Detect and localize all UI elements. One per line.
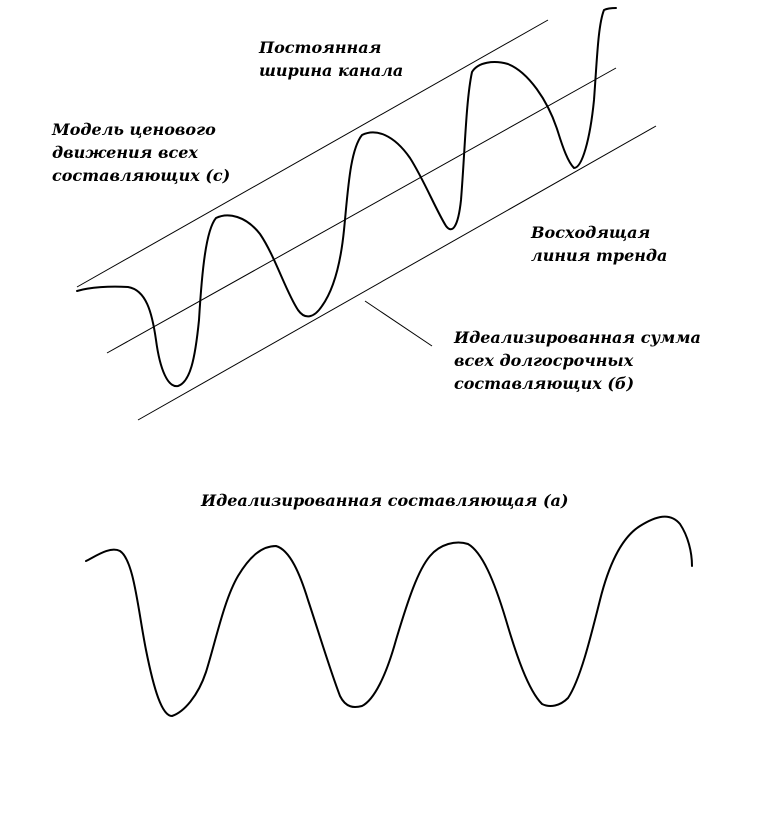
trend-center-line	[106, 67, 617, 354]
channel-upper-line	[76, 19, 549, 288]
label-channel-width-line-1: Постоянная	[259, 38, 382, 57]
label-price-model-line-2: движения всех	[52, 143, 198, 162]
label-uptrend: Восходящая линия тренда	[531, 221, 667, 267]
label-long-term-sum-line-2: всех долгосрочных	[454, 351, 634, 370]
label-component-a: Идеализированная составляющая (а)	[201, 489, 568, 512]
label-long-term-sum: Идеализированная сумма всех долгосрочных…	[454, 326, 701, 395]
label-long-term-sum-line-3: составляющих (б)	[454, 374, 635, 393]
price-movement-curve	[76, 7, 617, 388]
label-price-model-line-1: Модель ценового	[52, 120, 216, 139]
label-price-model: Модель ценового движения всех составляющ…	[52, 118, 230, 187]
label-price-model-line-3: составляющих (с)	[52, 166, 231, 185]
component-a-curve	[85, 515, 693, 717]
label-channel-width: Постоянная ширина канала	[259, 36, 403, 82]
pointer-line	[364, 300, 433, 347]
channel-lower-line	[137, 125, 657, 421]
label-long-term-sum-line-1: Идеализированная сумма	[454, 328, 701, 347]
label-uptrend-line-2: линия тренда	[531, 246, 668, 265]
label-component-a-text: Идеализированная составляющая (а)	[201, 491, 569, 510]
label-channel-width-line-2: ширина канала	[259, 61, 404, 80]
label-uptrend-line-1: Восходящая	[531, 223, 651, 242]
